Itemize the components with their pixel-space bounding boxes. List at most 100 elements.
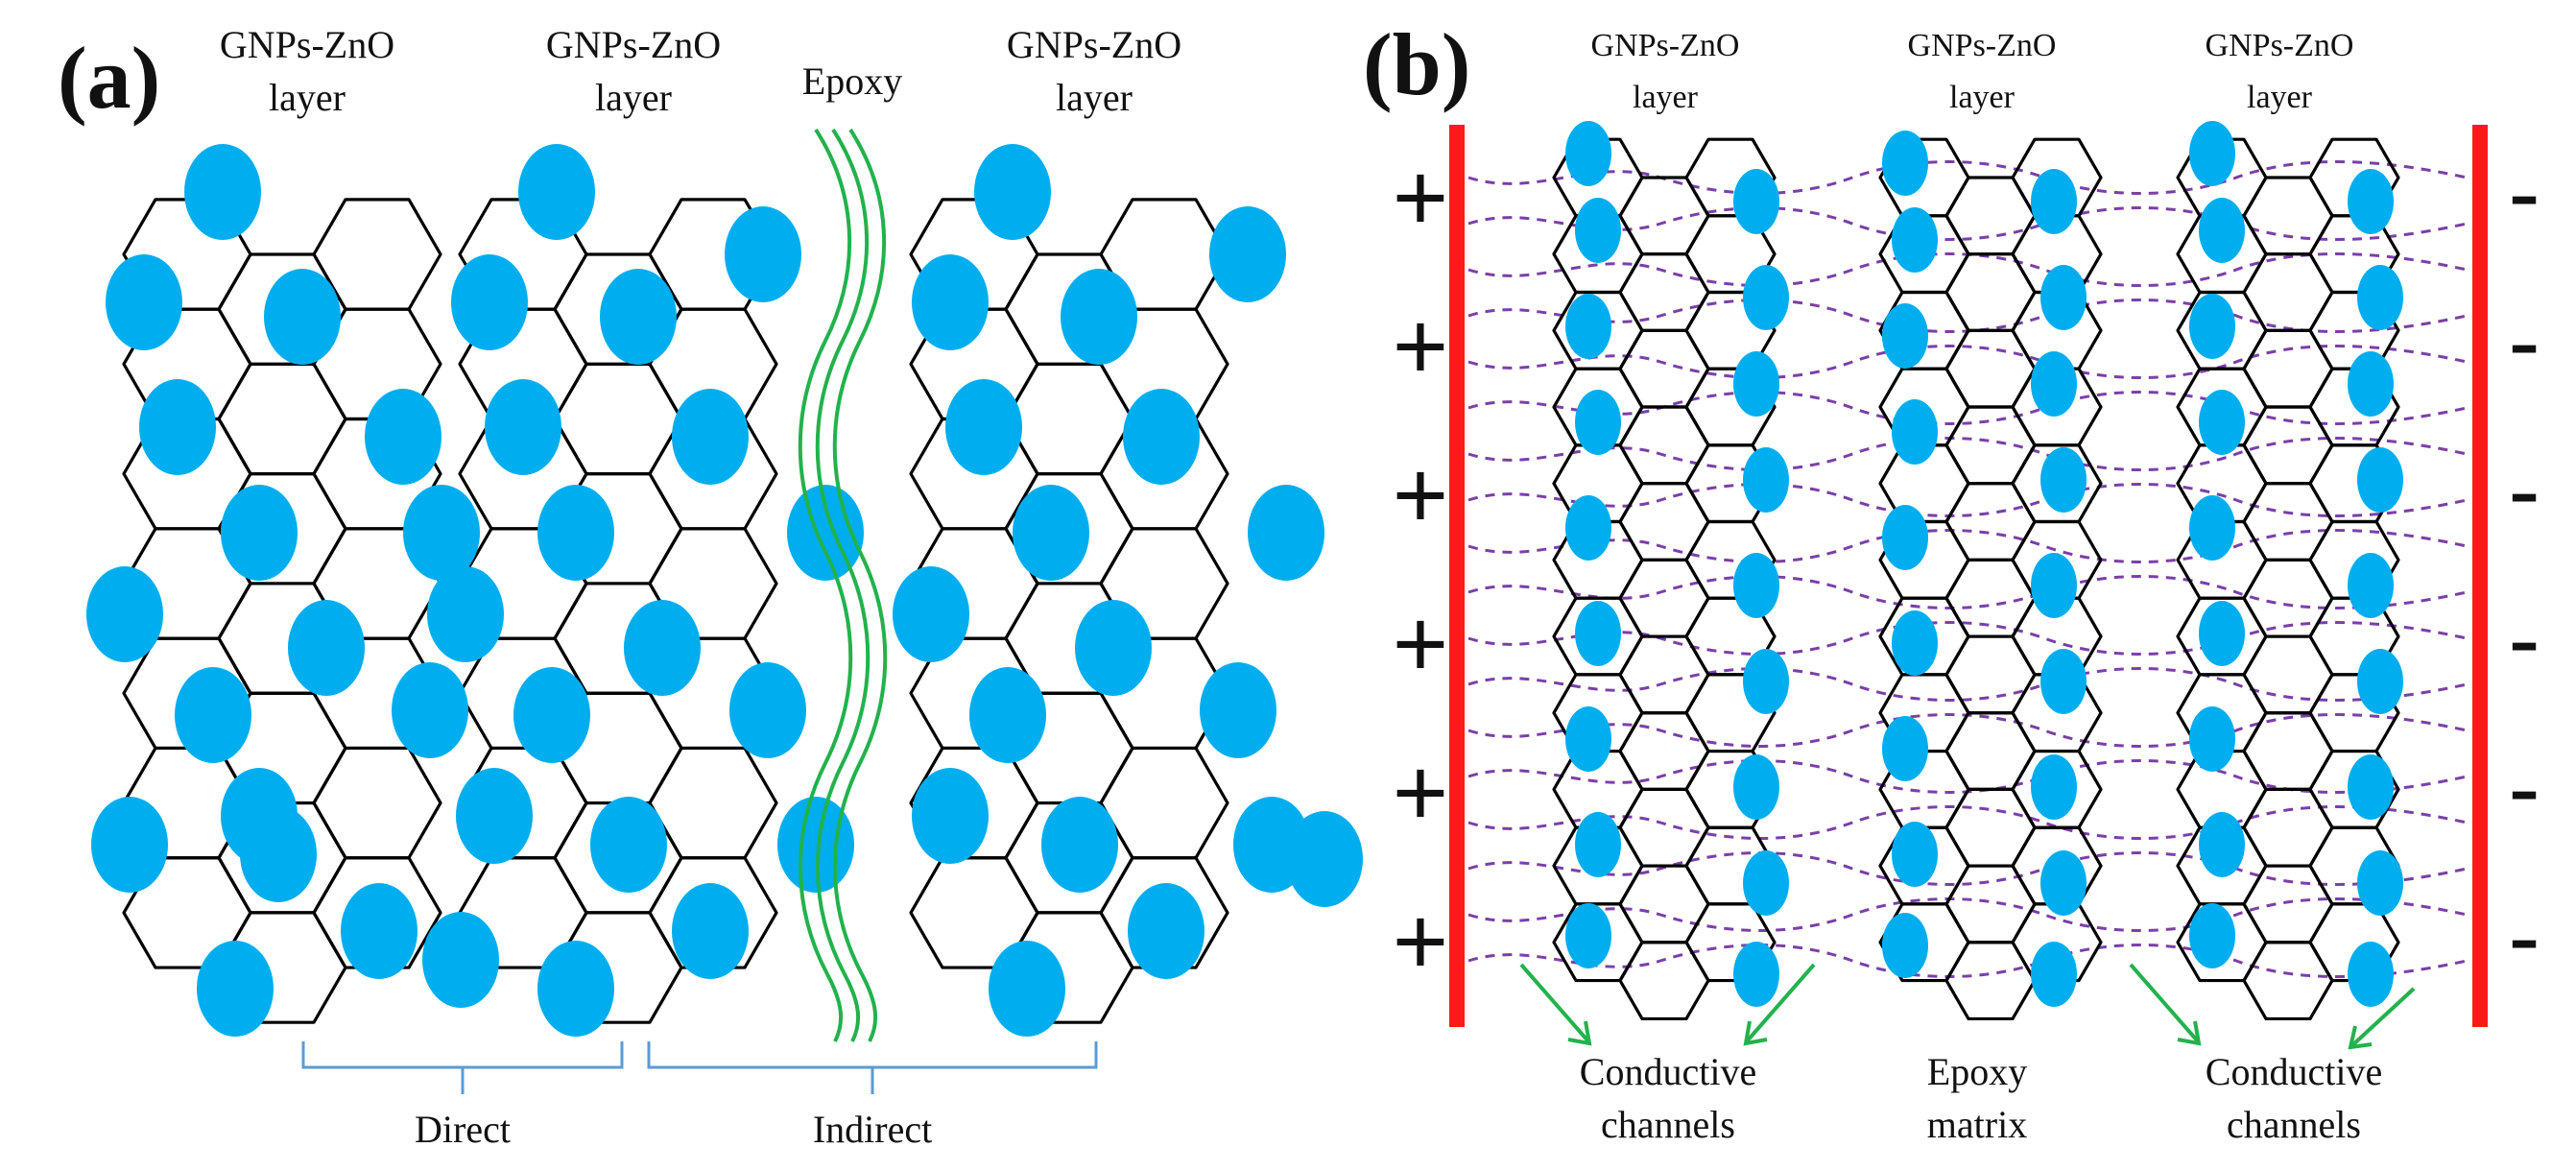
- zno-particle: [974, 144, 1051, 240]
- graphene-hexagon: [2242, 482, 2334, 562]
- minus-sign: -: [2508, 586, 2540, 693]
- charge-transport-paths: [1467, 160, 2468, 978]
- conductive-channels-left-line1: Conductive: [1580, 1050, 1756, 1093]
- conductive-channel-arrows-right: [2129, 963, 2416, 1050]
- graphene-hexagon: [2308, 902, 2400, 983]
- graphene-hexagon: [1944, 864, 2037, 944]
- panel-b-layer1-label-line2: layer: [1633, 80, 1699, 115]
- zno-particle: [392, 662, 468, 758]
- zno-particle: [518, 144, 595, 240]
- zno-particle: [1882, 716, 1928, 781]
- charge-path-line: [1467, 805, 2468, 840]
- minus-sign: -: [2508, 139, 2540, 247]
- graphene-hexagon: [217, 362, 347, 476]
- zno-particle: [2189, 903, 2235, 968]
- zno-particle: [1733, 553, 1779, 618]
- zno-particle: [2348, 754, 2394, 820]
- zno-particle: [175, 667, 251, 763]
- minus-sign: -: [2508, 734, 2540, 842]
- graphene-hexagon: [1944, 634, 2037, 715]
- zno-particle: [912, 254, 989, 350]
- zno-particle: [197, 941, 274, 1037]
- zno-particle: [1743, 649, 1789, 714]
- zno-particle: [2348, 351, 2394, 417]
- indirect-brace-shape: [647, 1041, 1098, 1094]
- zno-particle: [2040, 447, 2087, 513]
- zno-particle: [969, 667, 1046, 763]
- graphene-hexagon: [2242, 634, 2334, 715]
- zno-particle: [1882, 131, 1928, 196]
- arrow-head: [2348, 1025, 2373, 1050]
- conductive-channels-right-line2: channels: [2227, 1103, 2361, 1146]
- zno-particle: [139, 379, 216, 475]
- charge-path-line: [1467, 206, 2468, 241]
- zno-particle: [1892, 399, 1938, 465]
- charge-path-line: [1467, 759, 2468, 794]
- zno-particle: [624, 600, 701, 696]
- graphene-hexagon: [2242, 176, 2334, 256]
- negative-electrode: [2472, 125, 2488, 1027]
- graphene-hexagon: [1618, 405, 1710, 486]
- zno-particle: [1733, 754, 1779, 820]
- positive-electrode: [1449, 125, 1465, 1027]
- arrow-shaft: [2349, 987, 2416, 1048]
- zno-particle: [1565, 706, 1611, 772]
- panel-a-letter: (a): [58, 29, 160, 127]
- plus-sign: +: [1393, 739, 1448, 847]
- epoxy-matrix-line2: matrix: [1927, 1103, 2027, 1146]
- charge-path-line: [1467, 391, 2468, 425]
- zno-particle: [365, 389, 441, 485]
- graphene-hexagon: [1618, 328, 1710, 409]
- zno-particle: [264, 269, 341, 365]
- zno-particle: [2040, 265, 2087, 330]
- arrow-shaft: [1519, 963, 1590, 1043]
- zno-particle: [1565, 495, 1611, 561]
- charge-path-line: [1467, 897, 2468, 932]
- zno-particle: [945, 379, 1022, 475]
- zno-particle: [451, 254, 528, 350]
- panel-b-graphene-lattices: [1552, 137, 2400, 1021]
- panel-b-letter: (b): [1363, 15, 1470, 113]
- zno-particle: [2189, 706, 2235, 772]
- zno-particle: [2189, 495, 2235, 561]
- graphene-hexagon: [1944, 941, 2037, 1021]
- zno-particle: [2031, 754, 2077, 820]
- zno-particle: [537, 485, 614, 581]
- minus-sign: -: [2508, 437, 2540, 544]
- charge-path-line: [1467, 575, 2468, 609]
- panel-a-epoxy-label: Epoxy: [802, 60, 902, 103]
- charge-path-line: [1467, 667, 2468, 702]
- graphene-hexagon: [1099, 856, 1229, 969]
- indirect-brace: Indirect: [647, 1041, 1098, 1151]
- zno-particle: [1892, 207, 1938, 273]
- zno-particle: [1565, 121, 1611, 186]
- zno-particle: [2199, 601, 2245, 666]
- zno-particle: [672, 389, 749, 485]
- zno-particle: [1882, 303, 1928, 369]
- graphene-hexagon: [648, 856, 778, 969]
- charge-path-line: [1467, 713, 2468, 748]
- graphene-hexagon: [1684, 902, 1777, 983]
- direct-label: Direct: [415, 1108, 511, 1151]
- graphene-hexagon: [1099, 746, 1229, 860]
- minus-sign: -: [2508, 883, 2540, 991]
- zno-particle: [912, 768, 989, 864]
- charge-path-line: [1467, 252, 2468, 287]
- panel-b-layer2-label-line1: GNPs-ZnO: [1908, 28, 2057, 63]
- conductive-channels-right-line1: Conductive: [2206, 1050, 2382, 1093]
- indirect-label: Indirect: [813, 1108, 932, 1151]
- graphene-hexagon: [1618, 941, 1710, 1021]
- zno-particle: [1575, 812, 1621, 877]
- conductive-channel-arrows-left: [1519, 963, 1816, 1046]
- zno-particle: [86, 566, 163, 662]
- graphene-hexagon: [312, 856, 442, 969]
- electrode-charge-signs: +-+-+-+-+-+-: [1393, 139, 2540, 995]
- panel-b-layer1-label-line1: GNPs-ZnO: [1591, 28, 1740, 63]
- charge-path-line: [1467, 483, 2468, 517]
- zno-particle: [1209, 206, 1286, 302]
- zno-particle: [2040, 649, 2087, 714]
- zno-particle: [1743, 850, 1789, 916]
- zno-particle: [672, 883, 749, 979]
- graphene-hexagon: [1944, 252, 2037, 332]
- zno-particle: [2348, 553, 2394, 618]
